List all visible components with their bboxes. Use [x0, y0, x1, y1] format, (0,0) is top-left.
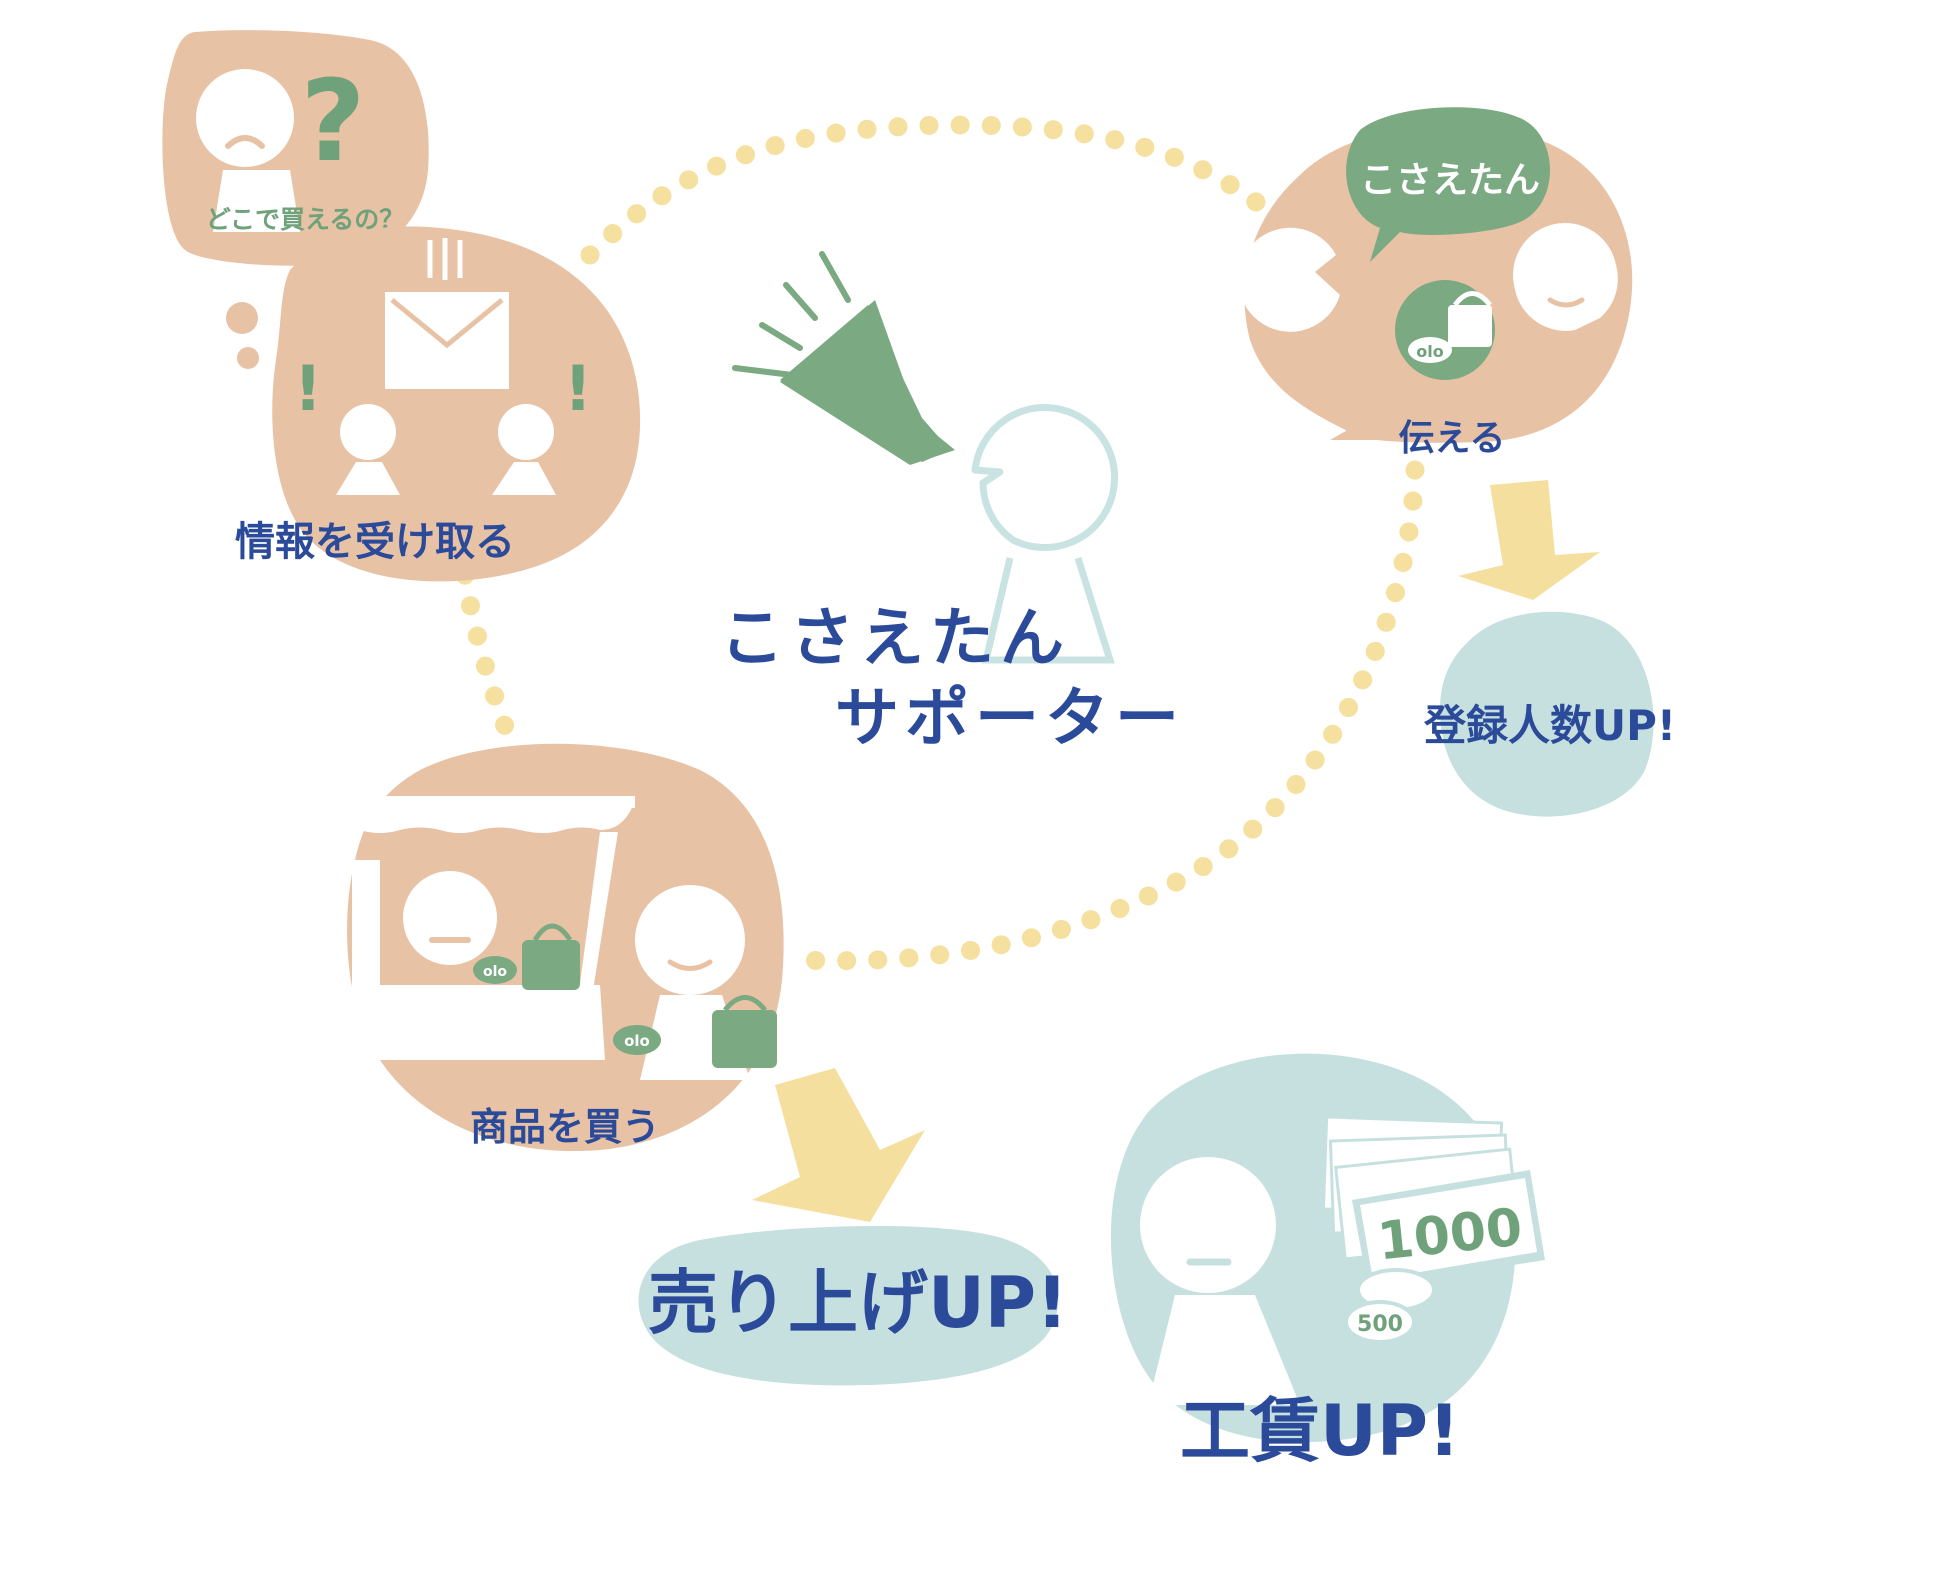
worker-figure [1140, 1157, 1300, 1405]
wage-node: 1000 500 工賃UP! [1110, 1053, 1545, 1472]
registrations-node: 登録人数UP! [1423, 611, 1676, 817]
supporter-title-line1: こさえたん [720, 602, 1070, 676]
shopkeeper-face [403, 871, 497, 965]
thought-dot-small [237, 347, 259, 369]
sales-label: 売り上げUP! [648, 1262, 1068, 1344]
customer-figure: olo [613, 885, 777, 1080]
bag-icon: olo [1395, 280, 1495, 380]
sales-node: 売り上げUP! [638, 1225, 1068, 1386]
svg-text:olo: olo [483, 964, 507, 980]
thought-caption: どこで買えるの？ [206, 205, 405, 234]
speech-bubble-text: こさえたん [1360, 160, 1540, 201]
receive-info-node: ! ! 情報を受け取る [235, 226, 641, 582]
supporter-title-line2: サポーター [835, 682, 1185, 756]
exclaim-right: ! [564, 352, 592, 425]
shop-icon [345, 796, 635, 1060]
money-icon: 1000 500 [1321, 1115, 1545, 1344]
cycle-dotted-path [455, 115, 1425, 971]
person-left [336, 404, 400, 495]
exclaim-left: ! [294, 352, 322, 425]
svg-text:olo: olo [624, 1032, 650, 1050]
arrow-to-sales [752, 1068, 925, 1222]
question-mark: ? [301, 57, 366, 187]
buy-label: 商品を買う [470, 1105, 660, 1149]
face-left [1238, 227, 1340, 332]
svg-text:olo: olo [1416, 342, 1443, 361]
registrations-label: 登録人数UP! [1423, 701, 1676, 750]
speech-bubble: こさえたん [1346, 107, 1550, 263]
receive-info-label: 情報を受け取る [235, 519, 515, 565]
shop-goods: olo [473, 923, 580, 990]
tell-node: こさえたん olo 伝える [1238, 107, 1633, 459]
megaphone-icon [732, 251, 955, 465]
thought-dot-large [226, 302, 258, 334]
supporter-figure [971, 404, 1119, 664]
arrow-to-registrations [1458, 480, 1600, 600]
person-right [492, 404, 556, 495]
worried-face [196, 69, 294, 167]
buy-node: olo olo 商品を買う [345, 743, 784, 1152]
face-right [1513, 223, 1618, 331]
tell-label: 伝える [1399, 418, 1506, 459]
thought-bubble: ? どこで買えるの？ [162, 30, 429, 369]
envelope-icon [385, 238, 509, 389]
wage-label: 工賃UP! [1180, 1390, 1460, 1472]
coin-value: 500 [1357, 1312, 1403, 1337]
